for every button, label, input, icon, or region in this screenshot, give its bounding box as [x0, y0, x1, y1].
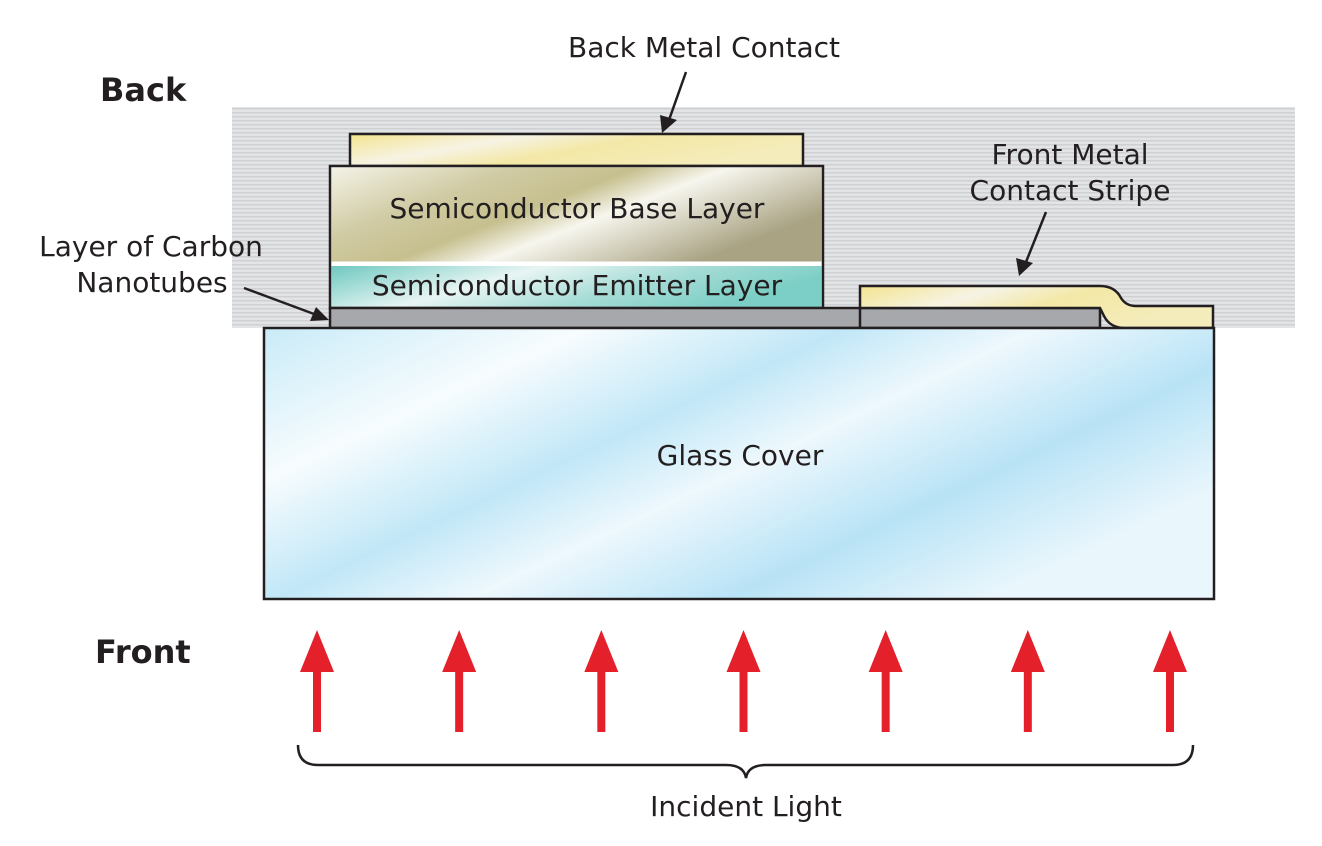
light-arrow-icon	[300, 630, 334, 732]
front-metal-contact-label-line2: Contact Stripe	[970, 174, 1171, 207]
light-arrow-icon	[442, 630, 477, 732]
light-arrow-icon	[1010, 630, 1045, 732]
semiconductor-emitter-layer	[331, 266, 822, 307]
light-arrow-icon	[584, 630, 619, 732]
glass-cover	[262, 326, 1216, 601]
semiconductor-base-layer	[331, 167, 822, 262]
incident-light-label: Incident Light	[650, 790, 842, 823]
front-metal-contact-label-line1: Front Metal	[991, 138, 1148, 171]
front-label: Front	[95, 633, 191, 671]
front-metal-contact-stripe	[858, 284, 1215, 330]
glass-cover-label: Glass Cover	[657, 439, 824, 472]
back-contact-pointer-icon	[660, 115, 677, 133]
light-arrow-icon	[726, 630, 761, 732]
back-metal-contact	[348, 132, 805, 168]
cnt-label-line1: Layer of Carbon	[39, 230, 263, 263]
cnt-label-line2: Nanotubes	[76, 266, 227, 299]
carbon-nanotube-layer	[328, 306, 1102, 330]
front-contact-pointer-icon	[1016, 258, 1033, 276]
incident-light-arrows	[300, 630, 1187, 732]
emitter-layer-label: Semiconductor Emitter Layer	[372, 269, 783, 302]
incident-light-brace	[296, 744, 1195, 779]
back-metal-contact-label: Back Metal Contact	[568, 31, 840, 64]
light-arrow-icon	[1153, 630, 1187, 732]
leader-arrows	[243, 71, 1048, 321]
back-label: Back	[100, 71, 187, 109]
base-layer-label: Semiconductor Base Layer	[390, 192, 765, 225]
cnt-pointer-icon	[310, 307, 329, 321]
light-arrow-icon	[868, 630, 903, 732]
